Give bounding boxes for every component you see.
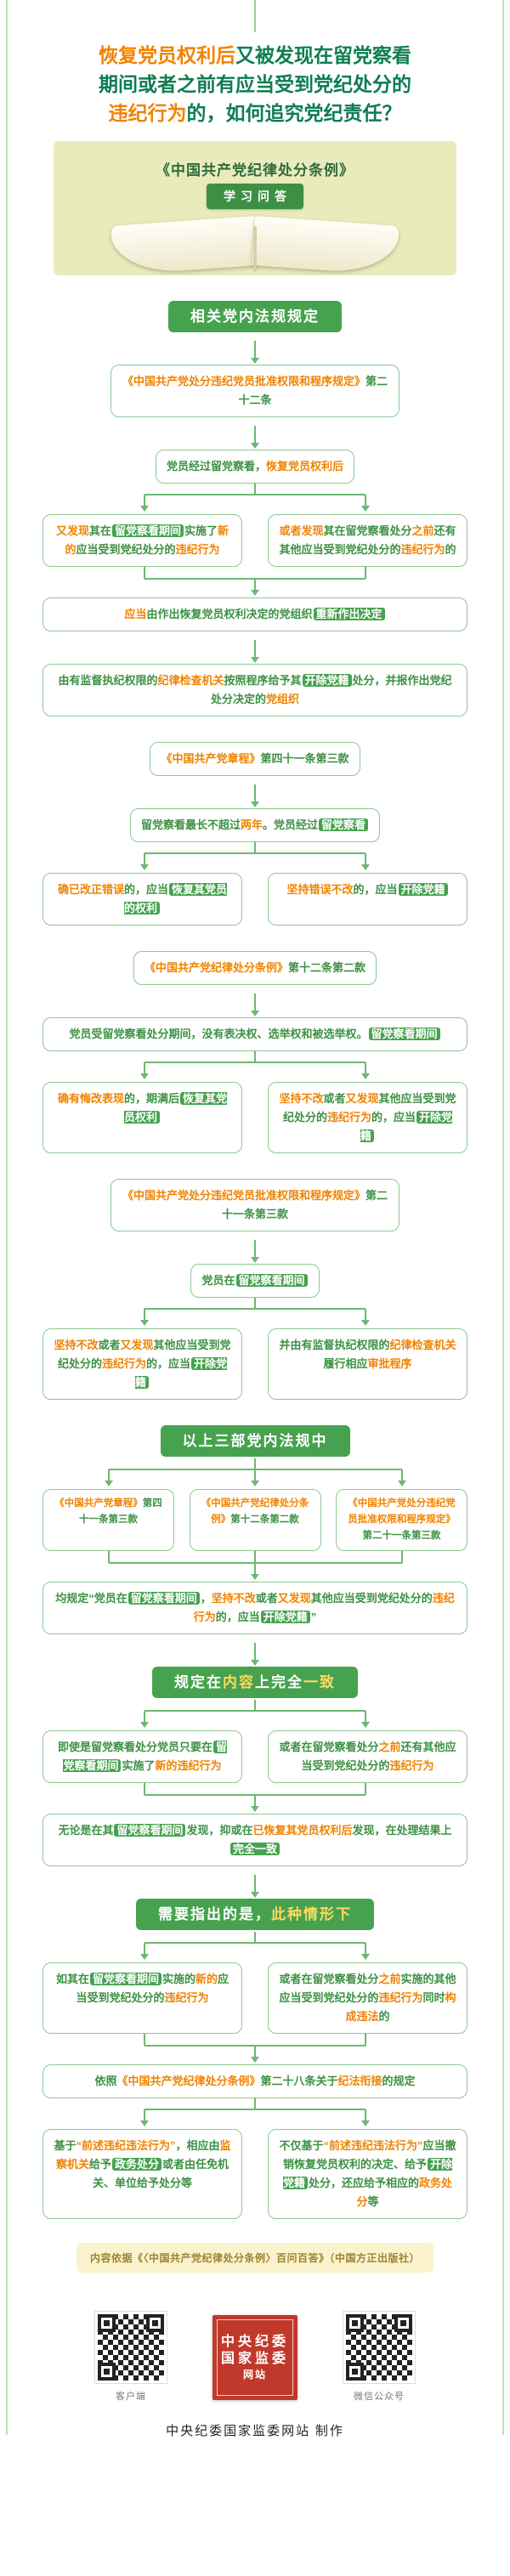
connector-split — [42, 1932, 468, 1962]
title-line-3: 违纪行为的，如何追究党纪责任？ — [108, 102, 402, 124]
footer-branding: 客户端 中央纪委 国家监委 网站 微信公众号 — [0, 2311, 510, 2403]
flow-box-restored-rights: 党员经过留党察看，恢复党员权利后 — [155, 450, 355, 484]
qr-left-block: 客户端 — [92, 2311, 170, 2403]
title-line-2: 期间或者之前有应当受到党纪处分的 — [99, 73, 411, 95]
title-line-1: 恢复党员权利后又被发现在留党察看 — [99, 44, 411, 66]
section-header-note: 需要指出的是，此种情形下 — [136, 1899, 374, 1930]
branch-row: 又发现其在留党察看期间实施了新的应当受到党纪处分的违纪行为 或者发现其在留党察看… — [42, 514, 468, 567]
flow-box-repentant-restore: 确有悔改表现的，期满后恢复其党员权利 — [42, 1082, 242, 1153]
law-box-party-constitution-art41: 《中国共产党章程》第四十一条第三款 — [150, 742, 360, 776]
flow-box-corrected-restore-rights: 确已改正错误的，应当恢复其党员的权利 — [42, 873, 242, 926]
connector-split — [42, 842, 468, 873]
qr-right-block: 微信公众号 — [340, 2311, 418, 2403]
law-ref-regulations: 《中国共产党纪律处分条例》第十二条第二款 — [189, 1489, 321, 1551]
connector-arrow — [254, 640, 256, 657]
frame-line-left — [6, 0, 8, 2435]
law-box-approval-rules-art22: 《中国共产党处分违纪党员批准权限和程序规定》第二十二条 — [110, 365, 400, 417]
section-header-related-rules: 相关党内法规规定 — [168, 301, 342, 332]
connector-arrow — [254, 341, 256, 358]
branch-row: 基于“前述违纪违法行为”，相应由监察机关给予政务处分或者由任免机关、单位给予处分… — [42, 2129, 468, 2219]
book-spine — [253, 226, 257, 272]
book-page-right — [252, 216, 400, 275]
flow-box-new-violation-also-illegal: 如其在留党察看期间实施的新的应当受到党纪处分的违纪行为 — [42, 1962, 242, 2034]
connector-split — [42, 1298, 468, 1328]
flow-box-no-voting-rights: 党员受留党察看处分期间，没有表决权、选举权和被选举权。留党察看期间 — [42, 1017, 468, 1051]
flow-box-unrepentant-expel: 坚持不改或者又发现其他应当受到党纪处分的违纪行为的，应当开除党籍 — [268, 1082, 468, 1153]
flow-box-expel-plus-sanction: 不仅基于“前述违纪违法行为”应当撤销恢复党员权利的决定、给予开除党籍处分，还应给… — [268, 2129, 468, 2219]
branch-row: 如其在留党察看期间实施的新的应当受到党纪处分的违纪行为 或者在留党察看处分之前实… — [42, 1962, 468, 2034]
branch-row: 即使是留党察看处分党员只要在留党察看期间实施了新的违纪行为 或者在留党察看处分之… — [42, 1730, 468, 1783]
branch-row: 坚持不改或者又发现其他应当受到党纪处分的违纪行为的，应当开除党籍 并由有监督执纪… — [42, 1328, 468, 1400]
open-book-illustration — [110, 216, 400, 275]
spacer — [42, 1400, 468, 1425]
section-header-three-rules: 以上三部党内法规中 — [160, 1425, 350, 1457]
flow-box-persist-expel: 坚持错误不改的，应当开除党籍 — [268, 873, 468, 926]
flow-box-government-sanction: 基于“前述违纪违法行为”，相应由监察机关给予政务处分或者由任免机关、单位给予处分… — [42, 2129, 242, 2219]
flow-box-article-28-rule: 依照《中国共产党纪律处分条例》第二十八条关于纪法衔接的规定 — [42, 2064, 468, 2098]
spacer — [42, 926, 468, 951]
logo-line-2: 国家监委 — [220, 2351, 289, 2366]
connector-arrow — [254, 1240, 256, 1257]
banner-ribbon-label: 学习问答 — [207, 184, 303, 209]
connector-merge — [42, 1783, 468, 1814]
ccdi-logo: 中央纪委 国家监委 网站 — [212, 2314, 298, 2400]
three-laws-row: 《中国共产党章程》第四十一条第三款 《中国共产党纪律处分条例》第十二条第二款 《… — [42, 1489, 468, 1551]
top-connector-line — [254, 0, 256, 32]
section-header-consistency: 规定在内容上完全一致 — [152, 1667, 358, 1698]
flow-box-same-result: 无论是在其留党察看期间发现，抑或在已恢复其党员权利后发现，在处理结果上完全一致 — [42, 1814, 468, 1866]
qr-right-label: 微信公众号 — [354, 2392, 405, 2402]
book-banner: 《中国共产党纪律处分条例》 学习问答 — [54, 141, 456, 275]
connector-merge — [42, 2034, 468, 2064]
qr-code-app — [94, 2311, 167, 2384]
spacer — [42, 1153, 468, 1179]
law-ref-approval-rules: 《中国共产党处分违纪党员批准权限和程序规定》第二十一条第三款 — [336, 1489, 468, 1551]
law-box-discipline-regulations-art12: 《中国共产党纪律处分条例》第十二条第二款 — [133, 951, 377, 985]
flow-box-prior-violation-also-illegal: 或者在留党察看处分之前实施的其他应当受到党纪处分的违纪行为同时构成违法的 — [268, 1962, 468, 2034]
flowchart: 相关党内法规规定 《中国共产党处分违纪党员批准权限和程序规定》第二十二条 党员经… — [42, 301, 468, 2219]
connector-split — [42, 2098, 468, 2129]
flow-box-redecision: 应当由作出恢复党员权利决定的党组织重新作出决定 — [42, 597, 468, 631]
connector-arrow — [254, 994, 256, 1011]
connector-arrow — [254, 426, 256, 443]
flow-box-expel-clause: 坚持不改或者又发现其他应当受到党纪处分的违纪行为的，应当开除党籍 — [42, 1328, 242, 1400]
connector-merge — [42, 567, 468, 597]
source-note: 内容依据《〈中国共产党纪律处分条例〉百问百答》（中国方正出版社） — [76, 2243, 434, 2273]
connector-arrow — [254, 784, 256, 801]
book-page-left — [110, 216, 258, 275]
qr-code-wechat — [343, 2311, 416, 2384]
credit-line: 中央纪委国家监委网站 制作 — [166, 2425, 344, 2438]
flow-box-approval-procedure: 并由有监督执纪权限的纪律检查机关履行相应审批程序 — [268, 1328, 468, 1400]
law-box-approval-rules-art21: 《中国共产党处分违纪党员批准权限和程序规定》第二十一条第三款 — [110, 1179, 400, 1231]
flow-box-expulsion-procedure: 由有监督执纪权限的纪律检查机关按照程序给予其开除党籍处分，并报作出党纪处分决定的… — [42, 664, 468, 716]
banner-book-title: 《中国共产党纪律处分条例》 — [156, 162, 354, 178]
connector-arrow — [254, 1643, 256, 1660]
logo-line-1: 中央纪委 — [220, 2334, 289, 2349]
page-title: 恢复党员权利后又被发现在留党察看 期间或者之前有应当受到党纪处分的 违纪行为的，… — [0, 41, 510, 127]
flow-box-common-quote: 均规定“党员在留党察看期间，坚持不改或者又发现其他应当受到党纪处分的违纪行为的，… — [42, 1582, 468, 1634]
branch-row: 确已改正错误的，应当恢复其党员的权利 坚持错误不改的，应当开除党籍 — [42, 873, 468, 926]
connector-split — [42, 1700, 468, 1730]
law-ref-constitution: 《中国共产党章程》第四十一条第三款 — [42, 1489, 174, 1551]
flow-box-new-violation-case: 即使是留党察看处分党员只要在留党察看期间实施了新的违纪行为 — [42, 1730, 242, 1783]
flow-box-other-violation-before-probation: 或者发现其在留党察看处分之前还有其他应当受到党纪处分的违纪行为的 — [268, 514, 468, 567]
spacer — [0, 275, 510, 301]
flow-box-during-probation: 党员在留党察看期间 — [190, 1264, 320, 1298]
connector-split — [42, 484, 468, 514]
flow-box-new-violation-during-probation: 又发现其在留党察看期间实施了新的应当受到党纪处分的违纪行为 — [42, 514, 242, 567]
logo-line-3: 网站 — [242, 2368, 267, 2381]
connector-split — [42, 1051, 468, 1082]
spacer — [42, 716, 468, 742]
flow-box-probation-two-years: 留党察看最长不超过两年。党员经过留党察看 — [129, 808, 381, 842]
connector-merge3 — [42, 1551, 468, 1582]
connector-arrow — [254, 1875, 256, 1892]
flow-box-prior-violation-case: 或者在留党察看处分之前还有其他应当受到党纪处分的违纪行为 — [268, 1730, 468, 1783]
connector-split3 — [42, 1458, 468, 1489]
branch-row: 确有悔改表现的，期满后恢复其党员权利 坚持不改或者又发现其他应当受到党纪处分的违… — [42, 1082, 468, 1153]
qr-left-label: 客户端 — [116, 2392, 146, 2402]
frame-line-right — [502, 0, 504, 2435]
